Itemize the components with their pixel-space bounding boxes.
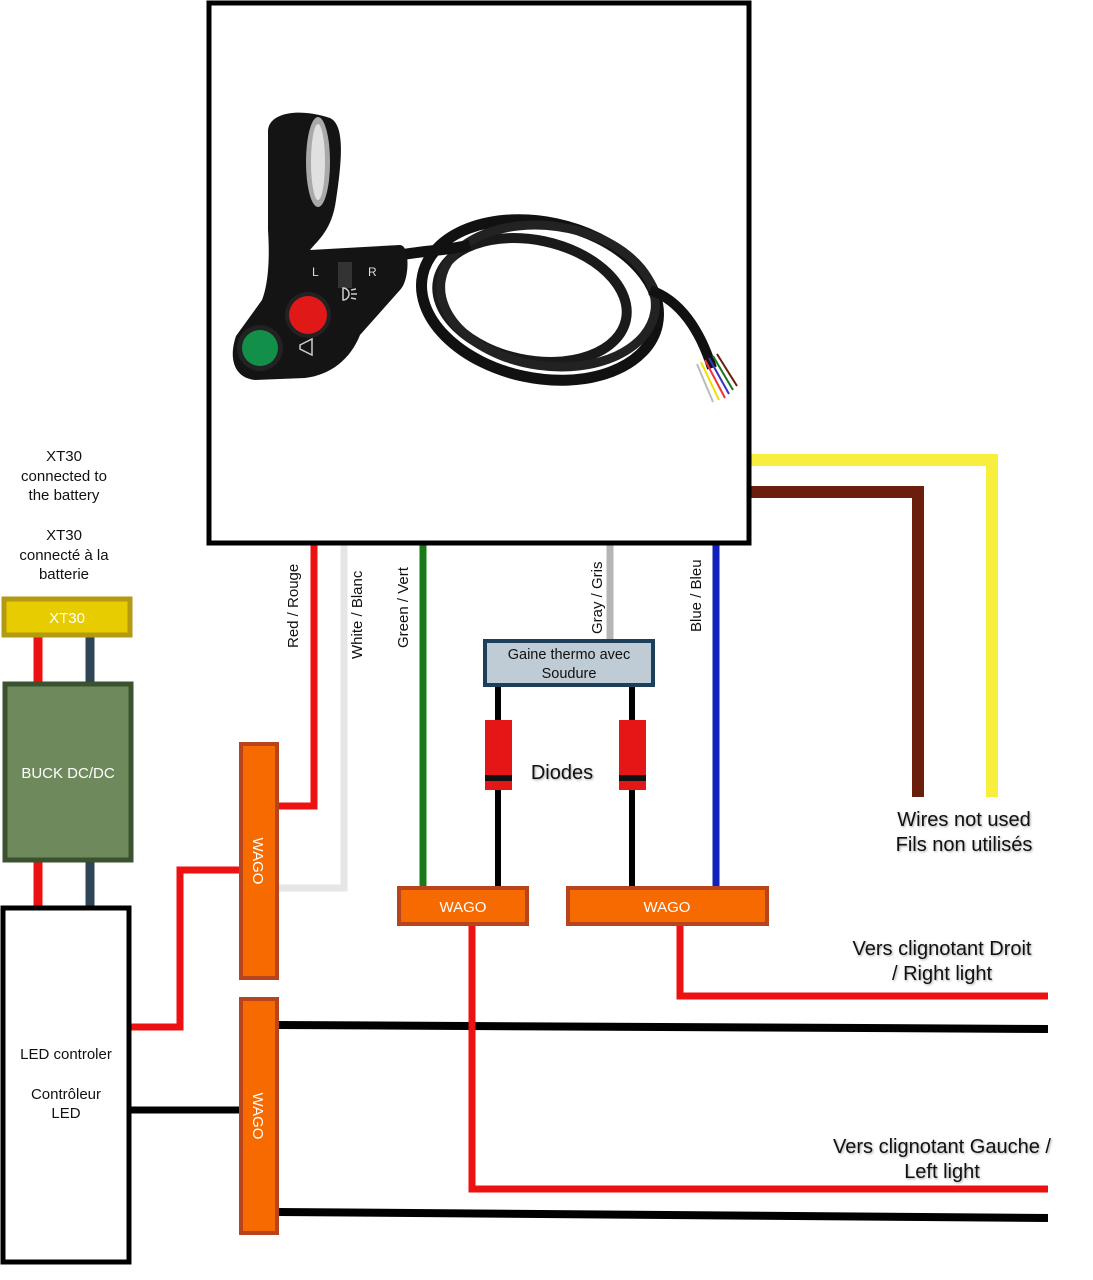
heat-shrink-label-2: Soudure [542,666,597,682]
wires-not-used-fr: Fils non utilisés [896,834,1033,856]
brown-wire [749,486,924,797]
switch-right-marking: R [368,265,377,279]
right-light-red [676,925,1048,1000]
green-button [242,330,278,366]
left-light-black [277,1208,1049,1222]
xt30-connector-label: XT30 [49,610,85,627]
left-light-red [468,925,1048,1193]
xt30-connector [1,596,133,638]
led-controller [0,905,132,1265]
wire-label-green: Green / Vert [395,566,412,648]
yellow-wire [749,454,998,797]
led-controller-label-fr-1: Contrôleur [31,1086,101,1103]
right-light-label-2: / Right light [892,963,992,985]
red-button [289,296,327,334]
wago-left-turn [397,886,529,926]
diode-icon [485,720,512,790]
headlight-icon [342,287,357,301]
xt30-note-fr-1: XT30 [46,527,82,544]
buck-converter [2,681,134,863]
right-light-black [277,1021,1049,1033]
led-controller-label-en: LED controler [20,1046,112,1063]
xt30-note-en-2: connected to [21,468,107,485]
diodes-label: Diodes [531,762,593,784]
wago-left-turn-label: WAGO [440,899,487,916]
wago-vertical-bottom-label: WAGO [249,1093,266,1140]
diode-icon [619,720,646,790]
switch-left-marking: L [312,265,319,279]
wire-label-red: Red / Rouge [285,564,302,648]
left-light-label-1: Vers clignotant Gauche / [833,1136,1051,1158]
red-wire [278,545,318,810]
xt30-note: XT30 connected to the battery XT30 conne… [19,448,109,583]
heat-shrink-box [483,639,655,687]
handlebar-switch-photo: L R [232,112,738,403]
buck-converter-label: BUCK DC/DC [21,765,115,782]
right-light-label-1: Vers clignotant Droit [853,938,1032,960]
heat-shrink-label-1: Gaine thermo avec [508,647,631,663]
wago-vertical-bottom [239,997,279,1235]
wago-right-turn-label: WAGO [644,899,691,916]
white-wire [278,545,348,892]
wire-label-white: White / Blanc [349,570,366,659]
wire-label-blue: Blue / Bleu [688,559,705,632]
wago-vertical-top [239,742,279,980]
ctrl-red-to-wago [129,866,242,1031]
xt30-note-en-1: XT30 [46,448,82,465]
wire-label-gray: Gray / Gris [589,561,606,634]
xt30-note-fr-2: connecté à la [19,547,109,564]
horn-icon [299,337,313,357]
wago-vertical-top-label: WAGO [249,838,266,885]
xt30-note-en-3: the battery [29,487,100,504]
wago-right-turn [566,886,769,926]
led-controller-label-fr-2: LED [51,1105,80,1122]
wires-not-used-en: Wires not used [897,809,1030,831]
left-light-label-2: Left light [904,1161,980,1183]
xt30-note-fr-3: batterie [39,566,89,583]
